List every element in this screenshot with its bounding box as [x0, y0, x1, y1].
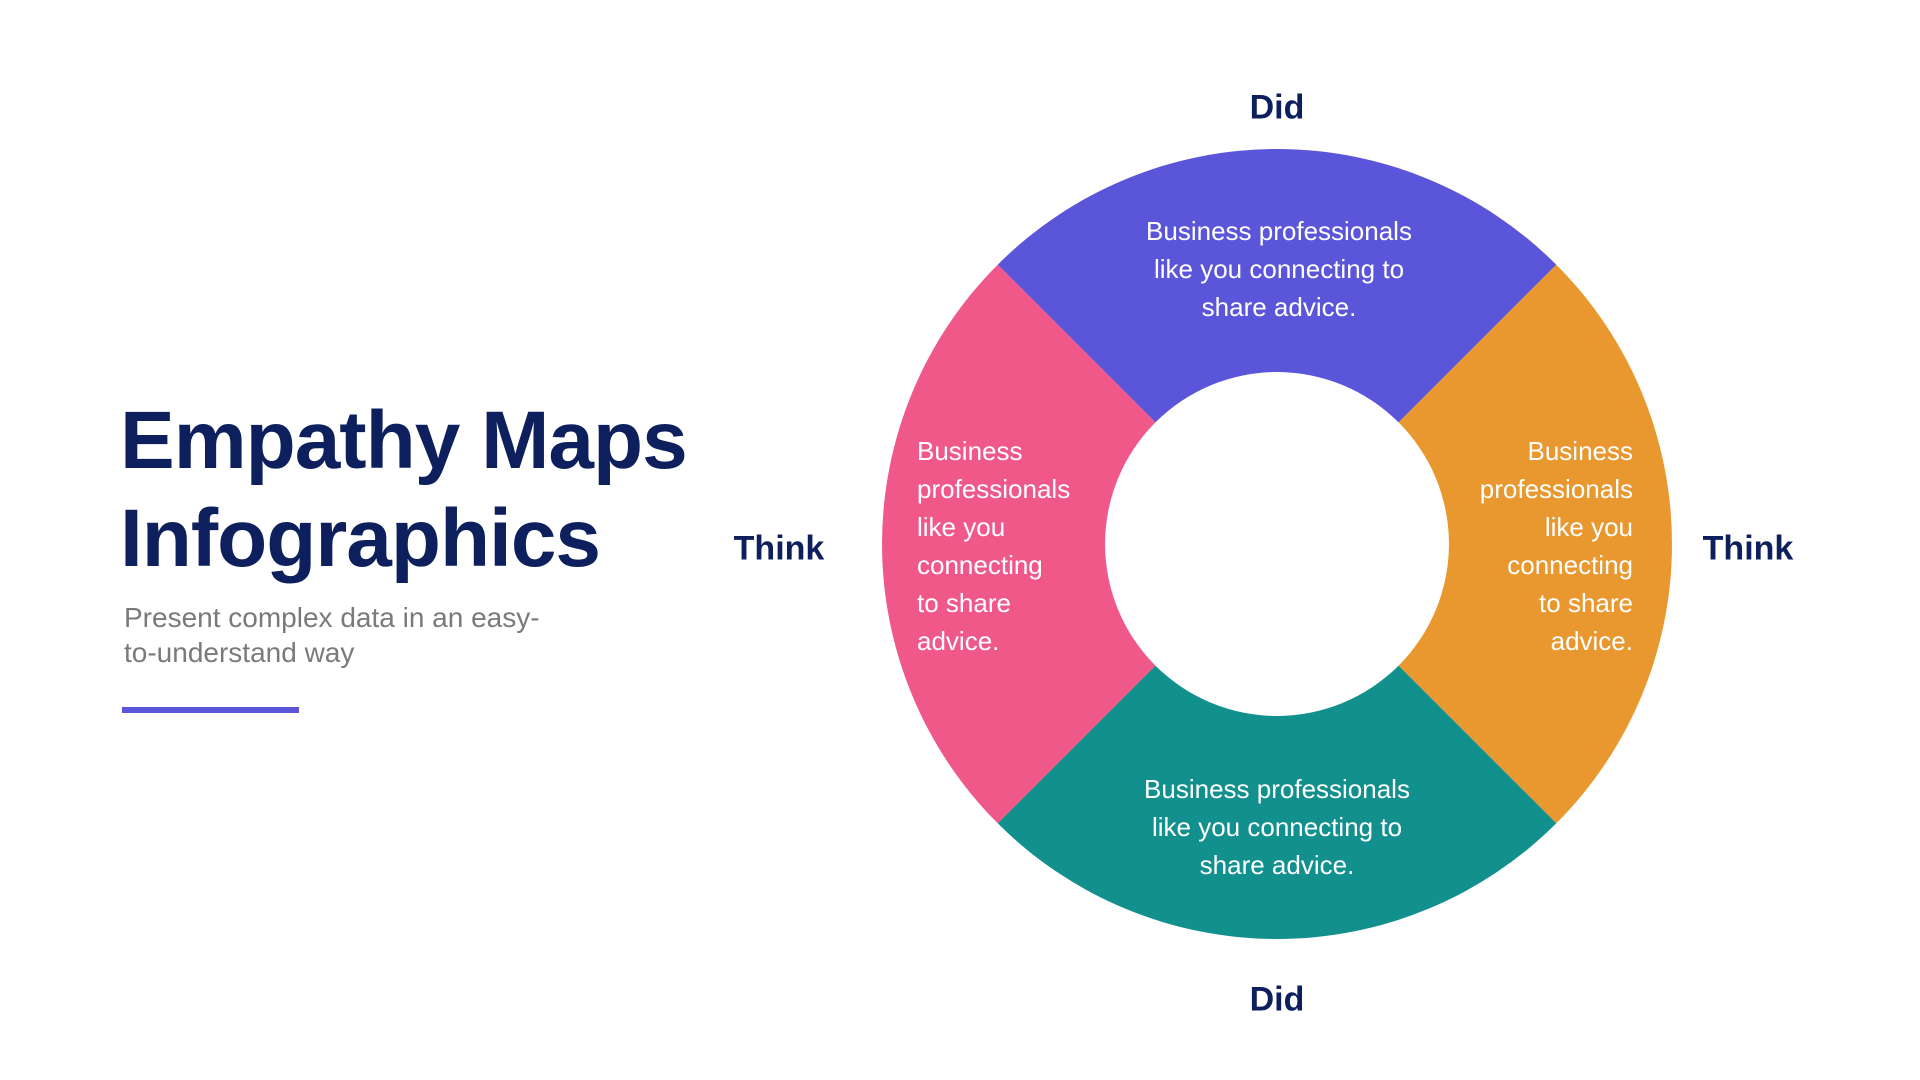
segment-left-line: to share — [917, 588, 1011, 618]
segment-left-text: Business professionals like you connecti… — [917, 432, 1070, 660]
segment-left-line: connecting — [917, 550, 1043, 580]
segment-left-line: advice. — [917, 626, 1000, 656]
segment-top-did — [997, 149, 1557, 423]
label-right-think: Think — [1702, 529, 1794, 568]
title-line-1: Empathy Maps — [120, 395, 688, 486]
segment-bottom-text: Business professionals like you connecti… — [1144, 770, 1410, 884]
segment-top-line: like you connecting to — [1153, 254, 1405, 284]
segment-bottom-line: like you connecting to — [1151, 812, 1403, 842]
subtitle: Present complex data in an easy- to-unde… — [124, 600, 604, 670]
segment-left-think — [882, 264, 1156, 824]
label-bottom-did: Did — [1249, 980, 1305, 1019]
label-left-think: Think — [733, 529, 825, 568]
segment-top-text: Business professionals like you connecti… — [1146, 212, 1412, 326]
segment-top-line: Business professionals — [1146, 216, 1412, 246]
segment-right-text: Business professionals like you connecti… — [1480, 432, 1633, 660]
segment-left-line: like you — [917, 512, 1006, 542]
segment-left-line: professionals — [917, 474, 1071, 504]
page-title: Empathy Maps Infographics — [120, 392, 688, 588]
segment-bottom-line: share advice. — [1199, 850, 1355, 880]
segment-bottom-did — [997, 665, 1557, 939]
segment-right-line: like you — [1544, 512, 1633, 542]
segment-bottom-line: Business professionals — [1144, 774, 1410, 804]
segment-right-think — [1398, 264, 1672, 824]
title-line-2: Infographics — [120, 493, 601, 584]
subtitle-line-2: to-understand way — [124, 637, 355, 668]
segment-left-line: Business — [917, 436, 1023, 466]
accent-divider — [122, 707, 299, 713]
segment-right-line: to share — [1539, 588, 1633, 618]
segment-top-line: share advice. — [1201, 292, 1357, 322]
label-top-did: Did — [1249, 88, 1305, 127]
segment-right-line: connecting — [1507, 550, 1633, 580]
segment-right-line: Business — [1527, 436, 1634, 466]
subtitle-line-1: Present complex data in an easy- — [124, 602, 540, 633]
segment-right-line: professionals — [1479, 474, 1633, 504]
segment-right-line: advice. — [1550, 626, 1633, 656]
